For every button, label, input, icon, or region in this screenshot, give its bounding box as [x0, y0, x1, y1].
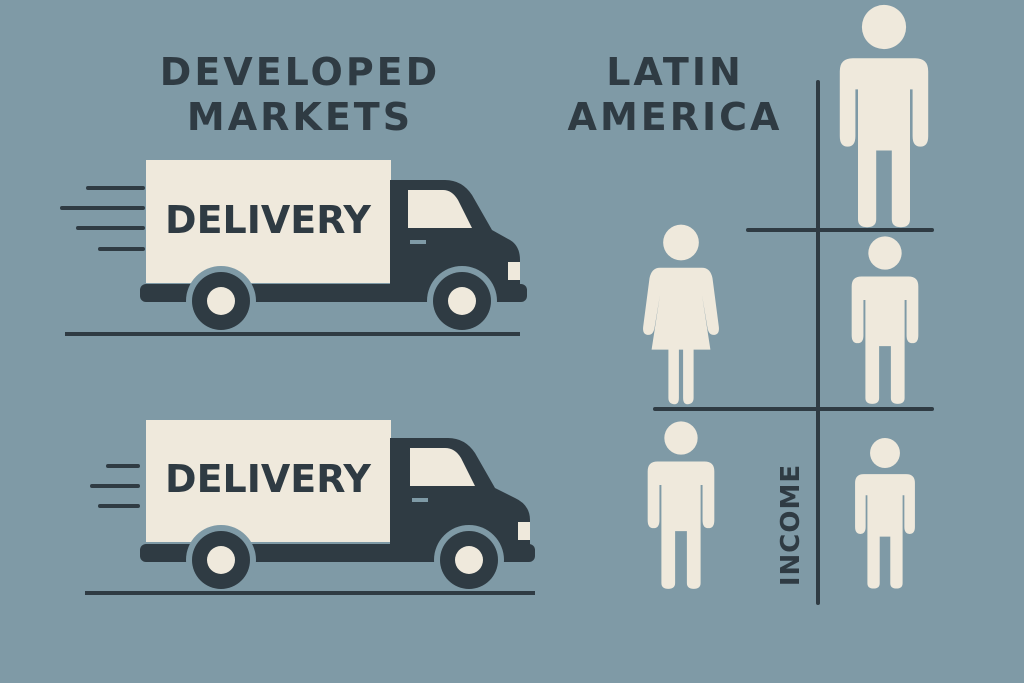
grid-lines: [653, 80, 934, 605]
wheel: [434, 525, 504, 595]
truck-window: [410, 448, 475, 486]
person-figure-top-right: [839, 4, 929, 228]
truck-label: DELIVERY: [165, 457, 371, 501]
woman-figure-middle-left: [643, 224, 719, 405]
person-figure-bottom-left: [647, 421, 715, 589]
income-axis-label: INCOME: [776, 464, 806, 586]
heading-line-1: LATIN: [606, 50, 744, 94]
developed-markets-heading: DEVELOPED MARKETS: [100, 50, 500, 140]
wheel: [186, 525, 256, 595]
speed-lines: [90, 464, 140, 508]
heading-line-2: AMERICA: [567, 95, 783, 139]
headlight: [518, 522, 530, 540]
person-figure-middle-right: [851, 236, 919, 404]
headlight: [508, 262, 520, 280]
speed-lines: [60, 186, 145, 251]
delivery-truck-2: DELIVERY: [85, 420, 535, 595]
door-handle: [412, 498, 428, 502]
wheel: [427, 266, 497, 336]
person-figure-bottom-right: [855, 438, 915, 589]
latin-america-heading: LATIN AMERICA: [545, 50, 805, 140]
wheel: [186, 266, 256, 336]
cargo-box: [146, 420, 391, 542]
door-handle: [410, 240, 426, 244]
heading-line-2: MARKETS: [186, 95, 414, 139]
delivery-truck-1: DELIVERY: [60, 160, 527, 336]
heading-line-1: DEVELOPED: [159, 50, 441, 94]
truck-window: [408, 190, 472, 228]
cargo-box: [146, 160, 391, 283]
truck-label: DELIVERY: [165, 198, 371, 242]
